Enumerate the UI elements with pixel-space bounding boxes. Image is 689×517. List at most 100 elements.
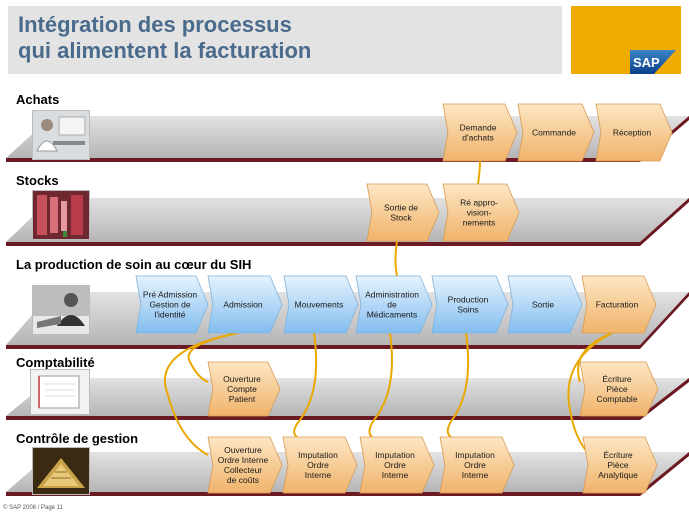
- lane-label-achats: Achats: [16, 92, 60, 107]
- step-label-ecriture-comptable-line-2: Comptable: [596, 394, 637, 404]
- title-band: [8, 6, 562, 74]
- patient-care-photo: [32, 285, 90, 335]
- step-shape-administration-medicaments: [355, 275, 433, 334]
- step-shape-facturation: [581, 275, 657, 334]
- lane-underline-comptabilite: [6, 416, 640, 420]
- connector-sortie-stock-to-administration-medicaments: [394, 240, 398, 277]
- step-label-ouverture-compte-line-2: Patient: [229, 394, 256, 404]
- sap-logo: SAP: [630, 50, 676, 74]
- step-label-ouverture-ordre-line-2: Collecteur: [224, 465, 262, 475]
- step-label-imputation-1-line-0: Imputation: [298, 450, 338, 460]
- step-label-pre-admission-line-0: Pré Admission: [143, 290, 198, 300]
- lane-label-stocks: Stocks: [16, 173, 59, 188]
- step-label-sortie-line-0: Sortie: [532, 300, 554, 310]
- step-label-pre-admission-line-2: l'identité: [155, 310, 186, 320]
- step-label-imputation-2-line-1: Ordre: [384, 460, 406, 470]
- step-commande: Commande: [517, 103, 595, 162]
- step-label-mouvements-line-0: Mouvements: [295, 300, 344, 310]
- step-label-admission-line-0: Admission: [223, 300, 262, 310]
- step-reception: Réception: [595, 103, 673, 162]
- step-label-administration-medicaments-line-1: de: [387, 300, 397, 310]
- step-shape-reappro: [442, 183, 520, 242]
- step-label-reappro-line-2: nements: [463, 218, 496, 228]
- step-shape-commande: [517, 103, 595, 162]
- step-shape-imputation-3: [439, 436, 515, 494]
- step-shape-pre-admission: [135, 275, 209, 334]
- step-label-imputation-3-line-0: Imputation: [455, 450, 495, 460]
- books-ledger-photo: [32, 447, 90, 495]
- step-label-sortie-stock-line-0: Sortie de: [384, 203, 418, 213]
- step-label-ouverture-ordre-line-3: de coûts: [227, 475, 259, 485]
- step-shape-admission: [207, 275, 283, 334]
- step-mouvements: Mouvements: [283, 275, 359, 334]
- step-label-ecriture-analytique-line-2: Analytique: [598, 470, 638, 480]
- step-label-pre-admission-line-1: Gestion de: [149, 300, 190, 310]
- step-reappro: Ré appro-vision-nements: [442, 183, 520, 242]
- lane-edge-controle: [640, 452, 689, 496]
- step-label-reappro-line-0: Ré appro-: [460, 198, 498, 208]
- warehouse-shelves-photo: [32, 190, 90, 240]
- step-shape-demande-achats: [442, 103, 518, 162]
- step-label-facturation-line-0: Facturation: [596, 300, 639, 310]
- step-label-production-soins-line-1: Soins: [457, 305, 478, 315]
- step-label-production-soins-line-0: Production: [448, 295, 489, 305]
- step-shape-ouverture-ordre: [207, 436, 283, 494]
- step-admission: Admission: [207, 275, 283, 334]
- notebook-photo: [30, 369, 90, 415]
- step-shape-sortie-stock: [366, 183, 440, 242]
- page-title: Intégration des processus qui alimentent…: [18, 12, 558, 64]
- connector-reappro-to-demande-achats: [477, 160, 481, 185]
- step-label-imputation-1-line-2: Interne: [305, 470, 332, 480]
- step-shape-reception: [595, 103, 673, 162]
- lane-edge-production: [640, 292, 689, 349]
- title-line-2: qui alimentent la facturation: [18, 38, 312, 63]
- step-label-administration-medicaments-line-2: Médicaments: [367, 310, 418, 320]
- connector-mouvements-to-imputation-1: [293, 332, 318, 438]
- lane-label-production: La production de soin au cœur du SIH: [16, 257, 252, 272]
- step-label-imputation-1-line-1: Ordre: [307, 460, 329, 470]
- connector-administration-medicaments-to-imputation-2: [368, 332, 393, 438]
- step-label-imputation-2-line-0: Imputation: [375, 450, 415, 460]
- lane-edge-comptabilite: [640, 378, 689, 420]
- step-label-sortie-stock-line-1: Stock: [390, 213, 412, 223]
- footer: © SAP 2008 / Page 11: [3, 505, 63, 511]
- step-shape-sortie: [507, 275, 583, 334]
- lane-band-comptabilite: [6, 378, 689, 416]
- step-label-imputation-3-line-2: Interne: [462, 470, 489, 480]
- step-label-reception-line-0: Réception: [613, 128, 652, 138]
- step-label-ecriture-analytique-line-1: Pièce: [607, 460, 629, 470]
- step-facturation: Facturation: [581, 275, 657, 334]
- step-shape-ecriture-comptable: [579, 361, 659, 417]
- lane-label-comptabilite: Comptabilité: [16, 355, 95, 370]
- connector-admission-to-ouverture-ordre: [163, 332, 239, 456]
- step-label-demande-achats-line-0: Demande: [460, 123, 497, 133]
- office-worker-photo: [32, 110, 90, 160]
- connector-facturation-to-ecriture-analytique: [567, 332, 613, 456]
- lane-edge-stocks: [640, 198, 689, 246]
- step-label-ecriture-comptable-line-0: Écriture: [602, 374, 632, 384]
- step-shape-ouverture-compte: [207, 361, 281, 417]
- lane-band-stocks: [6, 198, 689, 242]
- step-label-administration-medicaments-line-0: Administration: [365, 290, 419, 300]
- lane-underline-stocks: [6, 242, 640, 246]
- lane-band-achats: [6, 116, 689, 158]
- step-label-commande-line-0: Commande: [532, 128, 576, 138]
- lane-underline-production: [6, 345, 640, 349]
- step-label-ouverture-ordre-line-0: Ouverture: [224, 445, 262, 455]
- step-label-ouverture-compte-line-0: Ouverture: [223, 374, 261, 384]
- step-label-ouverture-compte-line-1: Compte: [227, 384, 257, 394]
- step-shape-mouvements: [283, 275, 359, 334]
- connector-production-soins-to-imputation-3: [446, 332, 470, 438]
- title-line-1: Intégration des processus: [18, 12, 292, 37]
